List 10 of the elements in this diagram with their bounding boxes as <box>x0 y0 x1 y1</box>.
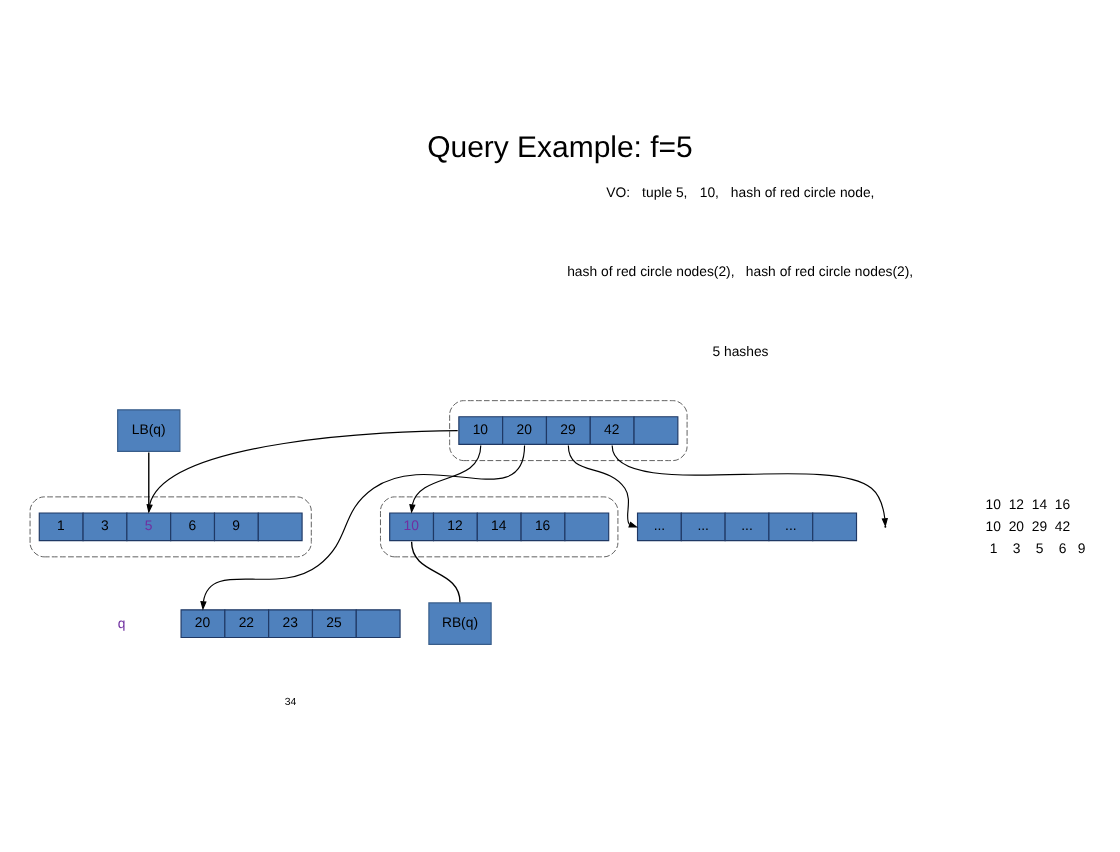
connector <box>410 541 461 604</box>
arrow <box>146 430 459 514</box>
arrow <box>409 445 482 514</box>
cluster <box>380 496 619 558</box>
connector <box>148 451 150 513</box>
arrow <box>567 445 638 528</box>
cluster <box>29 496 312 558</box>
cluster <box>449 400 688 462</box>
diagram-title: Query Example: f=5 <box>427 131 693 166</box>
arrow <box>611 445 888 528</box>
